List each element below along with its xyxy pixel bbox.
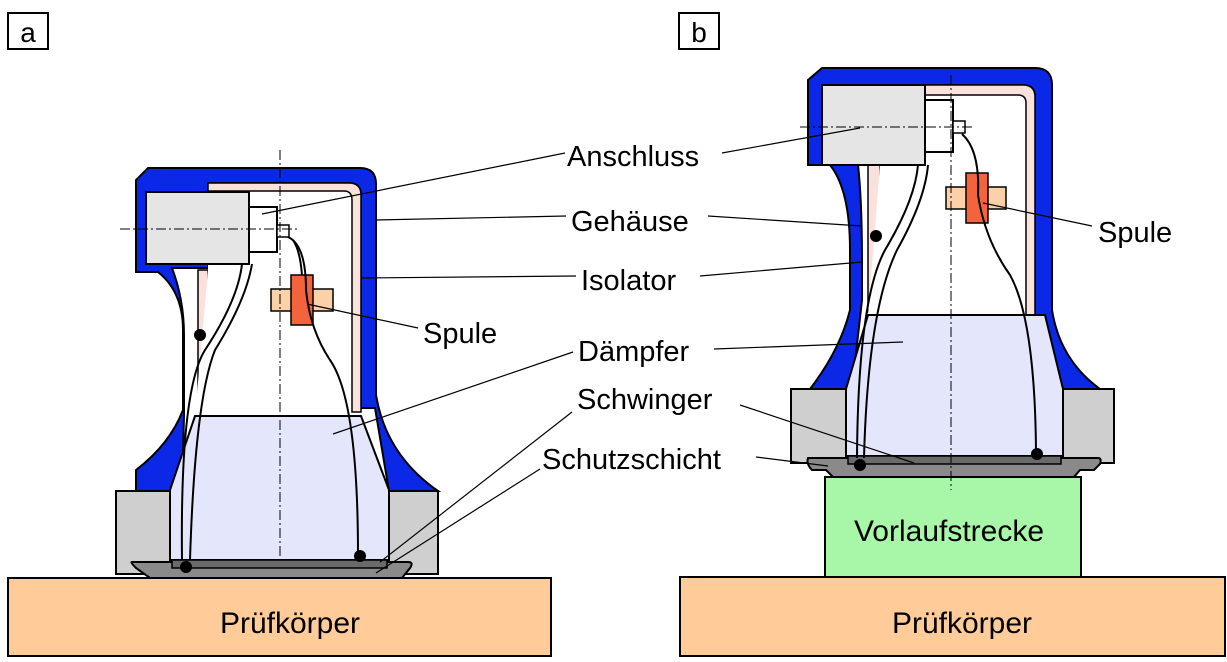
panel-b-label-box bbox=[678, 12, 720, 50]
panel-a: a Prüfkörper bbox=[7, 12, 552, 657]
oscillator-a bbox=[171, 559, 388, 569]
delay-line-b-label: Vorlaufstrecke bbox=[854, 515, 1044, 548]
damper-b bbox=[845, 314, 1064, 457]
label-spule-a: Spule bbox=[423, 318, 497, 350]
connector-b-plug bbox=[924, 99, 954, 153]
labels: Anschluss Gehäuse Isolator Spule Spule D… bbox=[423, 141, 1172, 476]
leader-lines bbox=[261, 127, 1093, 574]
connector-b bbox=[821, 84, 926, 166]
label-gehaeuse: Gehäuse bbox=[571, 206, 689, 238]
test-piece-b-label: Prüfkörper bbox=[892, 607, 1032, 640]
label-spule-b: Spule bbox=[1098, 217, 1172, 249]
test-piece-a-label: Prüfkörper bbox=[220, 607, 360, 640]
panel-b: b Prüfkörper Vorlaufstrecke bbox=[678, 12, 1226, 657]
panel-a-label: a bbox=[20, 17, 36, 48]
connector-a-pin bbox=[276, 224, 290, 238]
label-schwinger: Schwinger bbox=[577, 384, 713, 416]
test-piece-a bbox=[7, 577, 552, 657]
label-anschluss: Anschluss bbox=[567, 141, 699, 173]
label-daempfer: Dämpfer bbox=[578, 336, 690, 368]
coil-b bbox=[965, 172, 989, 224]
oscillator-b bbox=[847, 455, 1062, 465]
panel-b-label: b bbox=[691, 17, 707, 48]
housing-a bbox=[135, 167, 442, 492]
delay-line-b bbox=[824, 476, 1082, 578]
coil-a bbox=[290, 274, 314, 326]
connector-a bbox=[145, 191, 250, 265]
test-piece-b bbox=[679, 576, 1226, 657]
label-isolator: Isolator bbox=[581, 265, 676, 297]
panel-a-label-box bbox=[7, 12, 49, 50]
label-schutzschicht: Schutzschicht bbox=[542, 444, 721, 476]
